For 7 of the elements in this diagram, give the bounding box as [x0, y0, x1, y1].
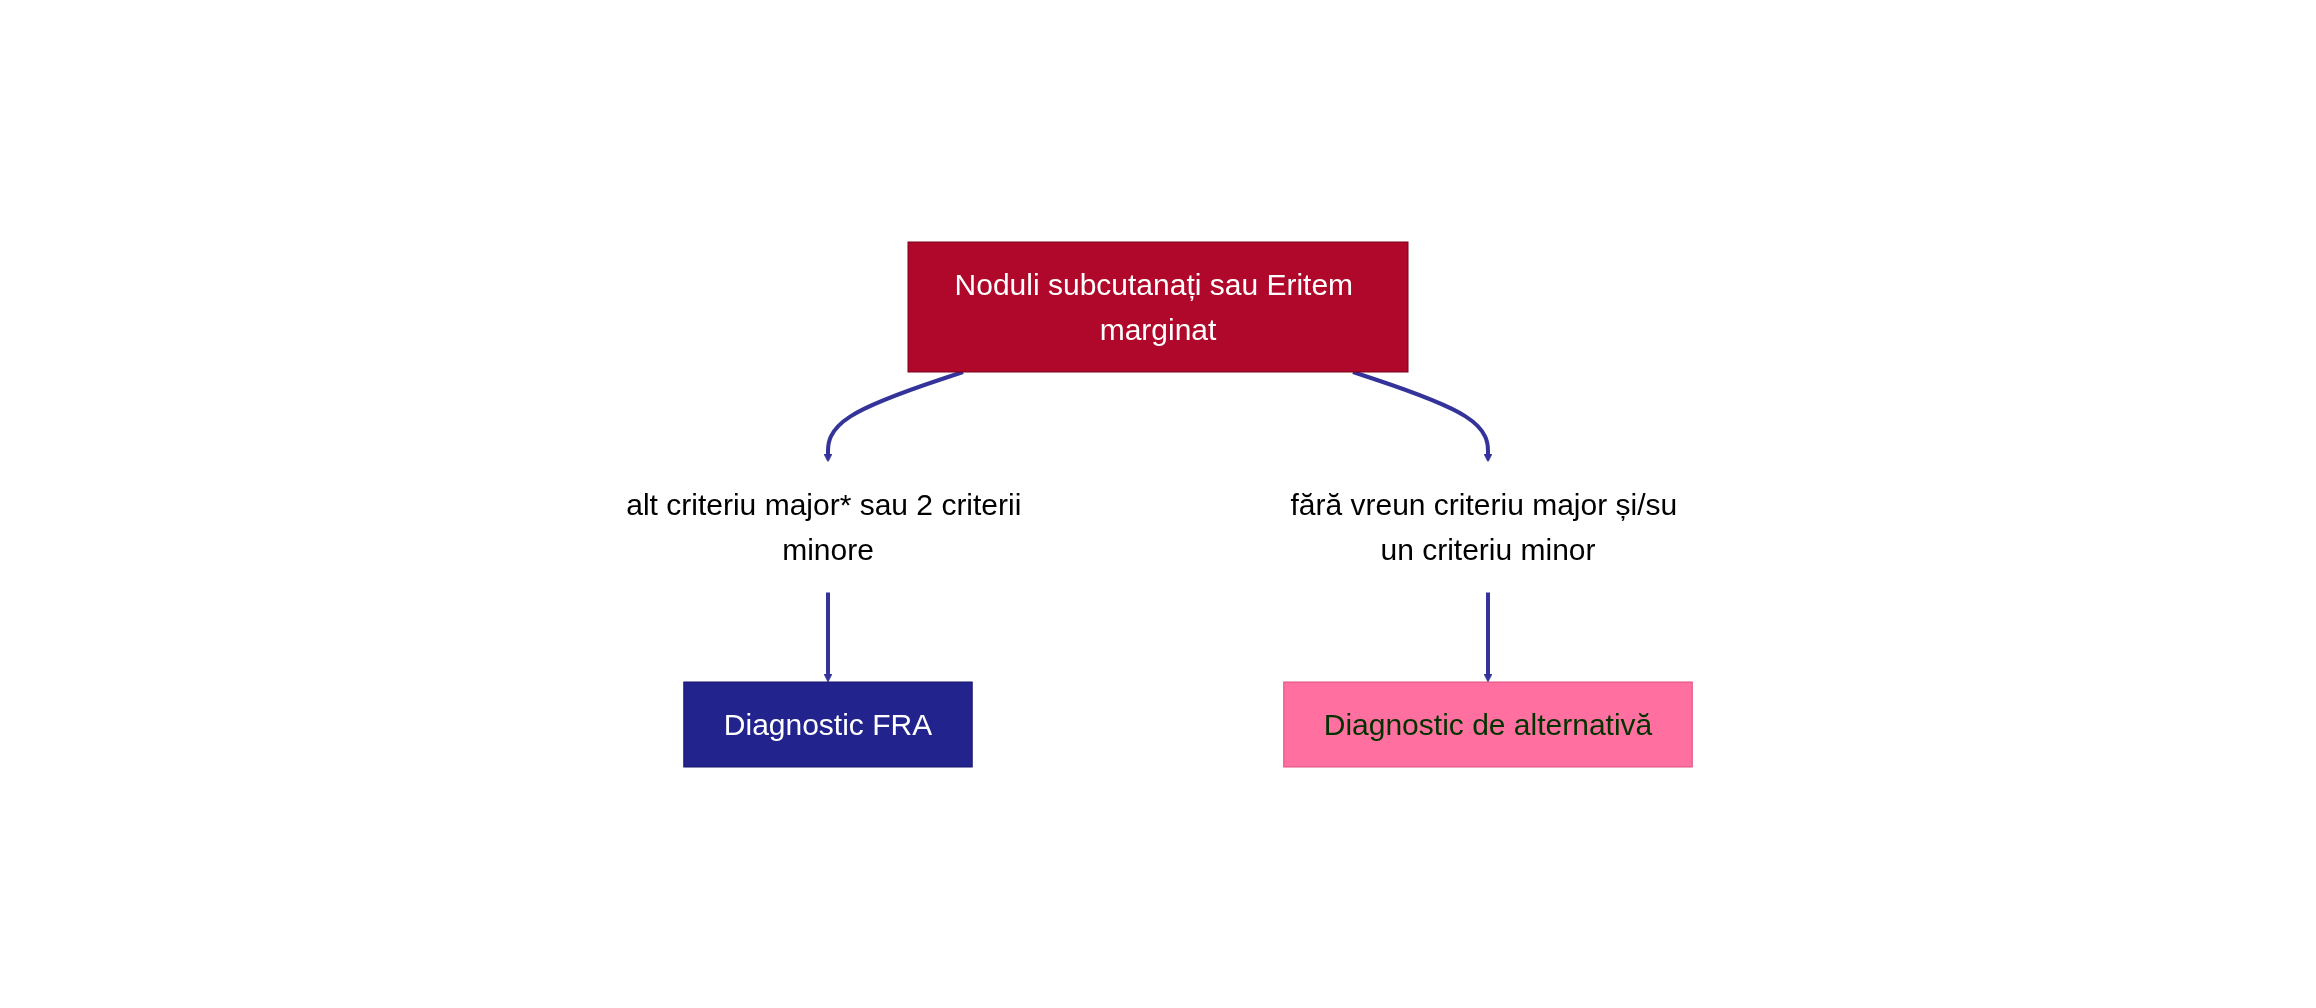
node-text: alt criteriu major* sau 2 criterii minore [626, 487, 1022, 566]
arrow [1483, 591, 1493, 682]
arrow [823, 591, 833, 682]
node-box: Noduli subcutanați sau Eritem marginat [907, 241, 1409, 372]
node-box: Diagnostic FRA [683, 681, 973, 767]
node-text: fără vreun criteriu major și/su un criteriu minor [1290, 487, 1678, 566]
node-box: Diagnostic de alternativă [1283, 681, 1693, 767]
